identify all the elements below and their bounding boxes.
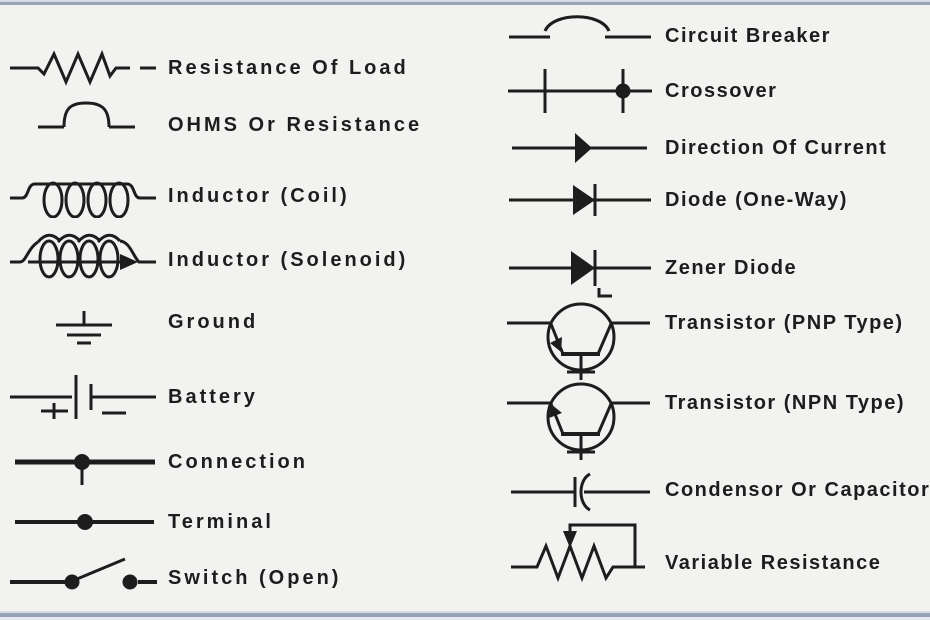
symbol-label: Resistance Of Load [168,57,409,79]
transistor-npn-icon [505,372,660,466]
symbol-label: Switch (Open) [168,567,342,589]
ground-icon [8,307,158,351]
symbol-label: Transistor (NPN Type) [665,392,906,414]
symbol-label: Transistor (PNP Type) [665,312,904,334]
symbol-label: Ground [168,311,259,333]
symbol-label: Inductor (Solenoid) [168,249,409,271]
symbol-label: Diode (One-Way) [665,189,848,211]
direction-of-current-icon [505,128,655,168]
bottom-border-line-light [0,617,930,620]
crossover-icon [505,66,655,116]
symbol-label: Connection [168,451,308,473]
battery-icon [8,369,158,425]
symbol-label: Terminal [168,511,274,533]
diode-icon [505,178,655,222]
resistor-icon [8,46,158,90]
bottom-border-line-dark [0,613,930,617]
ohms-resistance-icon [8,95,158,139]
symbol-label: Condensor Or Capacitor [665,479,930,501]
transistor-pnp-icon [505,292,660,386]
symbol-label: Inductor (Coil) [168,185,350,207]
circuit-breaker-icon [505,5,655,45]
top-border-line [0,0,930,2]
symbol-label: Direction Of Current [665,137,888,159]
bottom-border-line [0,611,930,613]
capacitor-icon [505,460,655,516]
symbol-label: Crossover [665,80,778,102]
symbol-label: Zener Diode [665,257,798,279]
zener-diode-icon [505,243,655,299]
switch-open-icon [8,552,158,596]
connection-icon [8,444,158,488]
inductor-solenoid-icon [8,226,158,282]
symbol-label: Battery [168,386,258,408]
symbol-label: OHMS Or Resistance [168,114,423,136]
inductor-coil-icon [8,164,158,218]
symbol-label: Variable Resistance [665,552,882,574]
symbol-label: Circuit Breaker [665,25,831,47]
top-border-line-dark [0,2,930,5]
terminal-icon [8,502,158,542]
variable-resistance-icon [505,515,655,585]
